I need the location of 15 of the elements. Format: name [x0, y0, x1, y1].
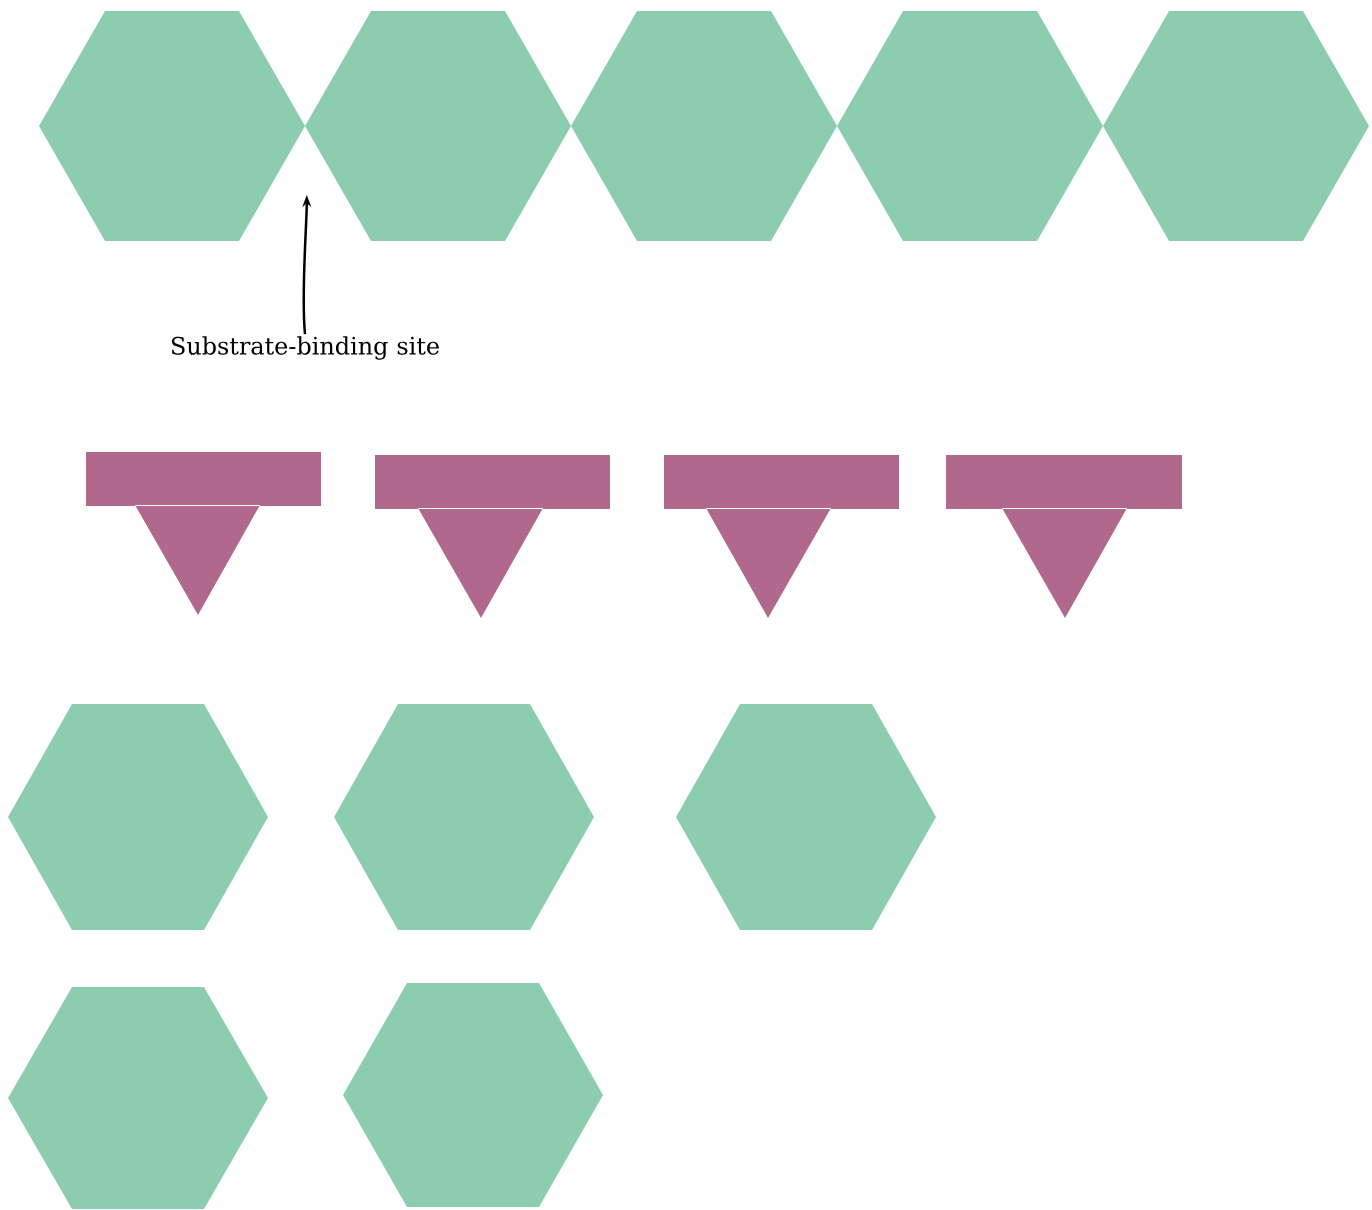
hexagon: [676, 704, 936, 930]
hexagon: [837, 11, 1103, 241]
hexagon: [39, 11, 305, 241]
enzyme-shape: [946, 455, 1182, 618]
hexagon: [571, 11, 837, 241]
hexagon: [305, 11, 571, 241]
enzyme-shape: [86, 452, 321, 615]
hexagon: [343, 983, 603, 1207]
hexagon: [8, 987, 268, 1209]
hexagon: [1103, 11, 1369, 241]
hexagon: [8, 704, 268, 930]
site-label: Substrate-binding site: [171, 336, 439, 360]
hexagon: [334, 704, 594, 930]
enzyme-shape: [375, 455, 610, 618]
enzyme-shape: [664, 455, 899, 618]
